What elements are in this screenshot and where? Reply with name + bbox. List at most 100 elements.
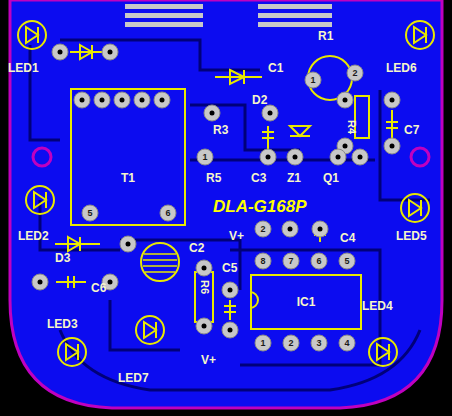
ic-outline: IC1 [250,274,362,330]
drill-hole [336,155,341,160]
solder-pad [204,105,220,121]
drill-hole [140,98,145,103]
solder-pad [114,92,130,108]
isolation-gaps [30,40,430,390]
pin-number: 6 [316,257,321,266]
solder-pad [160,205,176,221]
part-label: V+ [201,354,216,366]
board-name: DLA-G168P [213,198,307,215]
pin-number: 8 [260,257,265,266]
solder-pad [337,92,353,108]
solder-pad [102,44,118,60]
solder-pad [32,274,48,290]
solder-pad [255,253,271,269]
solder-pad [74,92,90,108]
pin-number: 5 [87,209,92,218]
solder-pad [52,44,68,60]
pin-number: 1 [260,339,265,348]
drill-hole [343,98,348,103]
part-label: Z1 [287,172,301,184]
part-label: D2 [252,94,267,106]
solder-pad [262,105,278,121]
drill-hole [343,144,348,149]
solder-pad [339,335,355,351]
part-label: R1 [318,30,333,42]
pin-number: 1 [310,76,315,85]
solder-pad [339,253,355,269]
drill-hole [38,280,43,285]
part-label: LED2 [18,230,49,242]
solder-pad [384,138,400,154]
solder-pad [196,318,212,334]
pin-number: 2 [288,339,293,348]
solder-pad [154,92,170,108]
part-label: R6 [199,280,210,294]
drill-hole [108,50,113,55]
solder-pad [255,221,271,237]
solder-pad [196,260,212,276]
drill-hole [293,155,298,160]
part-label: C1 [268,62,283,74]
part-label: R4 [346,120,357,134]
transformer-outline: T1 [70,88,186,226]
solder-pad [282,221,298,237]
part-label: R3 [213,124,228,136]
solder-pad [82,205,98,221]
part-label: C4 [340,232,355,244]
pin-number: 6 [165,209,170,218]
board-outline [10,0,442,408]
solder-pad [222,282,238,298]
solder-pad [255,335,271,351]
solder-pad [260,149,276,165]
part-label: R5 [206,172,221,184]
drill-hole [126,242,131,247]
drill-hole [160,98,165,103]
part-label: LED1 [8,62,39,74]
part-label: IC1 [297,296,316,308]
part-label: LED5 [396,230,427,242]
solder-pad [330,149,346,165]
solder-pad [352,149,368,165]
pin-number: 4 [344,339,349,348]
solder-pad [283,335,299,351]
part-label: C5 [222,262,237,274]
part-label: LED6 [386,62,417,74]
drill-hole [390,144,395,149]
part-label: C6 [91,282,106,294]
drill-hole [210,111,215,116]
drill-hole [202,266,207,271]
solder-pad [120,236,136,252]
drill-hole [80,98,85,103]
drill-hole [390,98,395,103]
drill-hole [266,155,271,160]
solder-pad [311,253,327,269]
pin-number: 5 [344,257,349,266]
solder-pad [197,149,213,165]
pin-number: 2 [352,69,357,78]
part-label: C7 [404,124,419,136]
pin-number: 1 [202,153,207,162]
part-label: LED3 [47,318,78,330]
part-label: LED4 [362,300,393,312]
solder-pad [134,92,150,108]
solder-pad [311,335,327,351]
solder-pad [347,65,363,81]
pin-number: 2 [260,225,265,234]
drill-hole [120,98,125,103]
drill-hole [58,50,63,55]
pin-number: 3 [316,339,321,348]
part-label: C3 [251,172,266,184]
drill-hole [318,227,323,232]
copper-pour [10,0,442,408]
drill-hole [358,155,363,160]
pad-group [32,44,400,351]
part-label: T1 [121,172,135,184]
drill-hole [108,280,113,285]
solder-pad [305,72,321,88]
solder-pad [312,221,328,237]
mounting-holes [33,148,429,166]
silkscreen [18,21,434,366]
drill-hole [288,227,293,232]
solder-pad [283,253,299,269]
